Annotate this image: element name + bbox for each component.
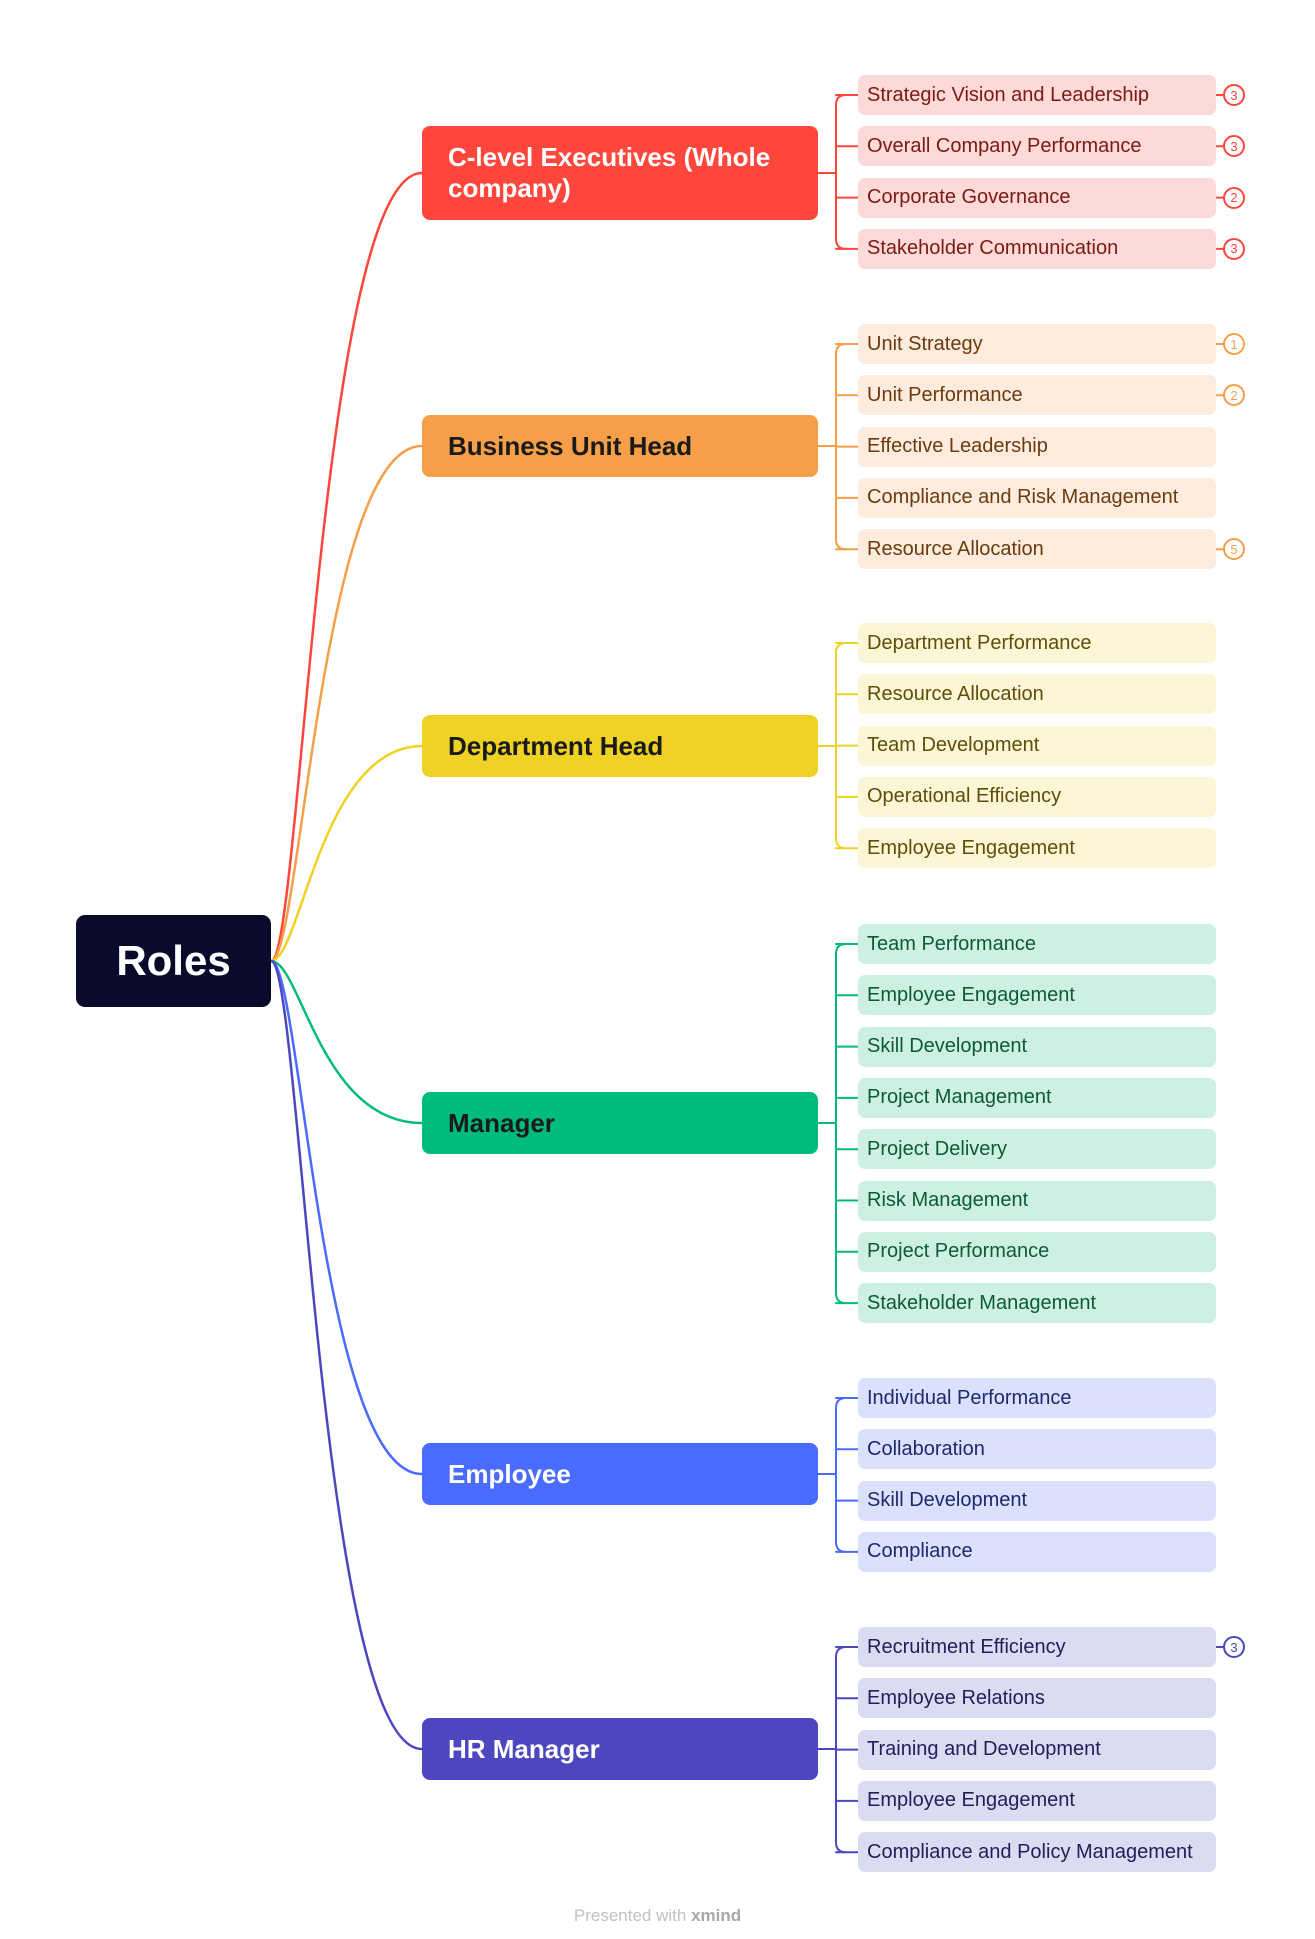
collapsed-count-badge[interactable]: 5 [1223,538,1245,561]
subtopic[interactable]: Skill Development [858,1480,1216,1521]
subtopic[interactable]: Training and Development [858,1729,1216,1770]
branch-topic[interactable]: HR Manager [422,1718,818,1780]
footer-prefix: Presented with [573,1906,687,1925]
branch-topic[interactable]: Business Unit Head [422,415,818,477]
subtopic[interactable]: Recruitment Efficiency [858,1627,1216,1667]
subtopic[interactable]: Effective Leadership [858,426,1216,467]
branch-topic[interactable]: Manager [422,1092,818,1154]
branch-topic[interactable]: Employee [422,1443,818,1505]
subtopic[interactable]: Unit Performance [858,375,1216,416]
root-connector-5 [269,959,424,1751]
subtopic[interactable]: Collaboration [858,1429,1216,1470]
subtopic[interactable]: Operational Efficiency [858,776,1216,817]
subtopic[interactable]: Unit Strategy [858,324,1216,364]
subtopic[interactable]: Employee Engagement [858,1780,1216,1821]
subtopic[interactable]: Strategic Vision and Leadership [858,75,1216,115]
subtopic[interactable]: Department Performance [858,623,1216,663]
subtopic[interactable]: Compliance and Risk Management [858,477,1216,518]
subtopic[interactable]: Team Development [858,725,1216,766]
subtopic[interactable]: Resource Allocation [858,674,1216,715]
subtopic[interactable]: Team Performance [858,924,1216,964]
subtopic[interactable]: Employee Engagement [858,975,1216,1016]
subtopic[interactable]: Stakeholder Communication [858,228,1216,269]
collapsed-count-badge[interactable]: 1 [1223,333,1245,355]
footer-brand: xmind [691,1906,742,1925]
subtopic[interactable]: Risk Management [858,1180,1216,1221]
subtopic[interactable]: Project Performance [858,1231,1216,1272]
collapsed-count-badge[interactable]: 2 [1223,384,1245,407]
subtopic[interactable]: Project Management [858,1077,1216,1118]
leaf-spine-3 [835,943,847,1305]
collapsed-count-badge[interactable]: 3 [1223,84,1245,106]
root-connector-3 [269,959,424,1125]
root-connector-1 [269,444,424,963]
subtopic[interactable]: Corporate Governance [858,177,1216,218]
collapsed-count-badge[interactable]: 3 [1223,1636,1245,1658]
leaf-spine-4 [835,1397,847,1553]
collapsed-count-badge[interactable]: 3 [1223,237,1245,260]
subtopic[interactable]: Employee Relations [858,1678,1216,1719]
branch-topic[interactable]: Department Head [422,715,818,777]
root-connector-0 [269,171,424,963]
subtopic[interactable]: Project Delivery [858,1129,1216,1170]
root-connector-2 [269,744,424,963]
leaf-spine-0 [835,94,847,250]
collapsed-count-badge[interactable]: 2 [1223,186,1245,209]
subtopic[interactable]: Individual Performance [858,1378,1216,1418]
subtopic[interactable]: Employee Engagement [858,828,1216,869]
subtopic[interactable]: Resource Allocation [858,529,1216,570]
branch-topic[interactable]: C-level Executives (Whole company) [422,126,818,220]
collapsed-count-badge[interactable]: 3 [1223,135,1245,158]
subtopic[interactable]: Compliance and Policy Management [858,1832,1216,1873]
root-topic[interactable]: Roles [76,915,271,1007]
footer-credit: Presented with xmind [0,1906,1315,1926]
root-connector-4 [269,959,424,1476]
subtopic[interactable]: Compliance [858,1531,1216,1572]
subtopic[interactable]: Skill Development [858,1026,1216,1067]
subtopic[interactable]: Stakeholder Management [858,1283,1216,1324]
subtopic[interactable]: Overall Company Performance [858,126,1216,167]
